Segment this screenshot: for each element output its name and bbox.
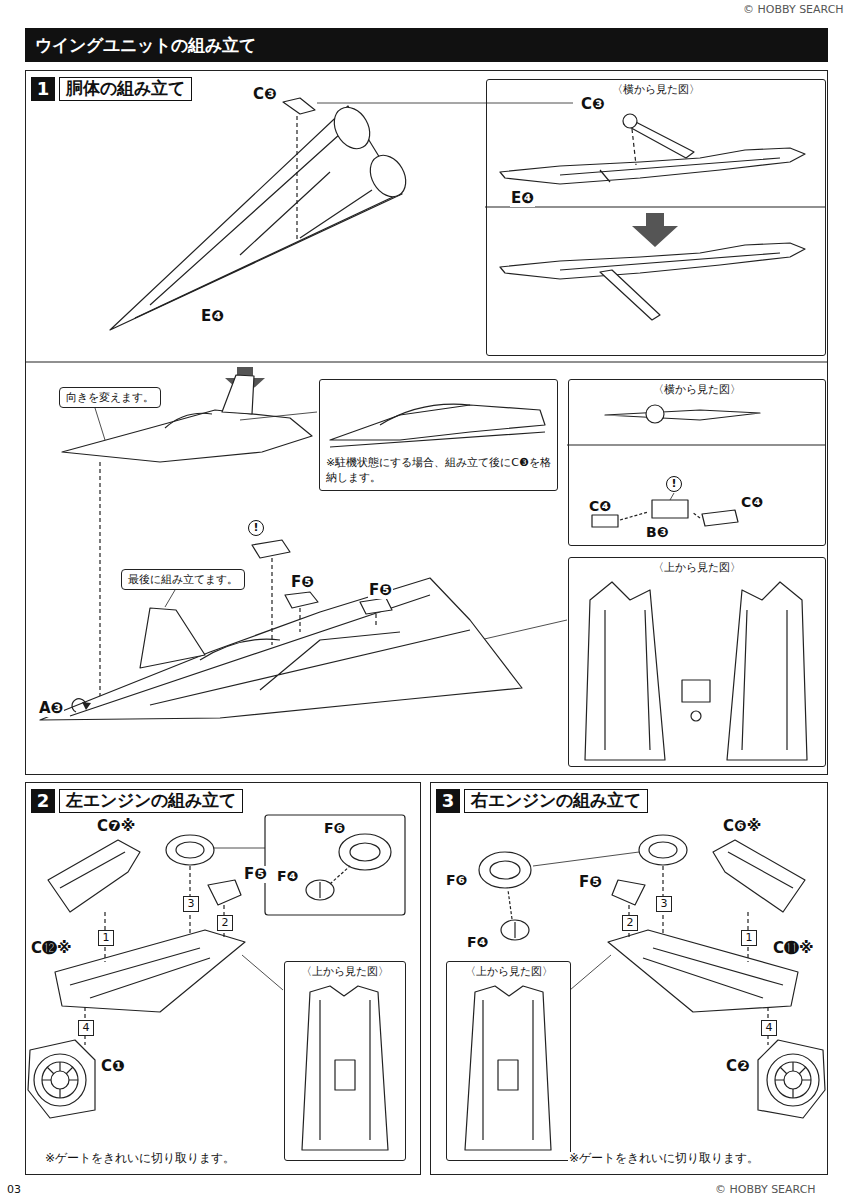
watermark: © HOBBY SEARCH bbox=[742, 4, 845, 17]
node-text: 〈上から見た図〉 bbox=[447, 965, 570, 979]
node-text: 向きを変えます。 bbox=[66, 390, 154, 405]
step-number: 1 bbox=[31, 77, 55, 101]
step-panel: 1胴体の組み立て〈横から見た図〉※駐機状態にする場合、組み立て後にC❸を格納しま… bbox=[25, 70, 828, 775]
part-label: B❸ bbox=[645, 524, 670, 540]
side-view-inset: 〈横から見た図〉 bbox=[486, 79, 826, 356]
title-text: ウイングユニットの組み立て bbox=[25, 28, 256, 62]
node-text: 3 bbox=[184, 897, 198, 911]
part-label: C❻※ bbox=[722, 818, 762, 835]
part-label: C❸ bbox=[580, 96, 606, 113]
callout-bubble: 最後に組み立てます。 bbox=[121, 569, 245, 590]
order-number: 1 bbox=[98, 930, 114, 946]
note-text: ※ゲートをきれいに切り取ります。 bbox=[568, 1152, 760, 1166]
node-text: 1 bbox=[99, 931, 113, 945]
part-label: C❸ bbox=[252, 86, 278, 103]
note-text: ※ゲートをきれいに切り取ります。 bbox=[44, 1152, 236, 1166]
step-heading: 胴体の組み立て bbox=[59, 77, 192, 101]
step-panel: 3右エンジンの組み立て〈上から見た図〉3214 bbox=[430, 782, 828, 1175]
node-text: 4 bbox=[79, 1021, 93, 1035]
node-text: 〈上から見た図〉 bbox=[569, 561, 825, 575]
order-number: 3 bbox=[183, 896, 199, 912]
part-label: F❹ bbox=[276, 868, 299, 884]
top-view-inset: 〈上から見た図〉 bbox=[284, 961, 406, 1161]
part-label: C❼※ bbox=[96, 818, 136, 835]
part-label: C❹ bbox=[740, 494, 764, 510]
node-text: 〈横から見た図〉 bbox=[487, 83, 825, 97]
page-number: 03 bbox=[6, 1184, 22, 1197]
node-text: 〈横から見た図〉 bbox=[569, 383, 825, 397]
top-view-inset: 〈上から見た図〉 bbox=[446, 961, 571, 1161]
part-label: A❸ bbox=[38, 700, 64, 717]
part-label: F❻ bbox=[323, 820, 346, 836]
warning-mark: ! bbox=[248, 520, 264, 536]
warning-mark: ! bbox=[666, 476, 682, 492]
node-text: 1 bbox=[742, 931, 756, 945]
side-view-inset: 〈横から見た図〉 bbox=[568, 379, 826, 546]
part-label: C❹ bbox=[588, 498, 612, 514]
part-label: F❺ bbox=[290, 574, 315, 591]
part-label: F❹ bbox=[466, 934, 489, 950]
part-label: F❺ bbox=[578, 874, 603, 891]
part-label: C❷ bbox=[725, 1058, 751, 1075]
callout-bubble: 向きを変えます。 bbox=[59, 387, 161, 408]
order-number: 4 bbox=[761, 1020, 777, 1036]
detail-inset: ※駐機状態にする場合、組み立て後にC❸を格納します。 bbox=[319, 379, 558, 491]
part-label: C⓬※ bbox=[30, 940, 73, 957]
node-text: 〈上から見た図〉 bbox=[285, 965, 405, 979]
node-text: 最後に組み立てます。 bbox=[128, 572, 238, 587]
step-heading: 右エンジンの組み立て bbox=[464, 789, 648, 813]
node-text: 2 bbox=[218, 916, 232, 930]
part-label: C❶ bbox=[100, 1058, 126, 1075]
part-label: E❹ bbox=[200, 308, 225, 325]
part-label: E❹ bbox=[510, 190, 535, 207]
step-panel: 2左エンジンの組み立て〈上から見た図〉3214 bbox=[25, 782, 421, 1175]
part-label: F❺ bbox=[243, 866, 268, 883]
node-text: 2 bbox=[623, 916, 637, 930]
node-text: ※駐機状態にする場合、組み立て後にC❸を格納します。 bbox=[326, 455, 551, 485]
node-text: 4 bbox=[762, 1021, 776, 1035]
node-text: 3 bbox=[657, 897, 671, 911]
order-number: 4 bbox=[78, 1020, 94, 1036]
order-number: 2 bbox=[217, 915, 233, 931]
order-number: 1 bbox=[741, 930, 757, 946]
step-number: 2 bbox=[31, 789, 55, 813]
watermark: © HOBBY SEARCH bbox=[714, 1184, 817, 1197]
part-label: F❻ bbox=[445, 872, 468, 888]
top-view-inset: 〈上から見た図〉 bbox=[568, 557, 826, 767]
step-heading: 左エンジンの組み立て bbox=[59, 789, 243, 813]
part-label: F❺ bbox=[368, 582, 393, 599]
order-number: 2 bbox=[622, 915, 638, 931]
part-label: C⓫※ bbox=[772, 940, 815, 957]
step-number: 3 bbox=[436, 789, 460, 813]
order-number: 3 bbox=[656, 896, 672, 912]
title-bar: ウイングユニットの組み立て bbox=[25, 28, 828, 62]
